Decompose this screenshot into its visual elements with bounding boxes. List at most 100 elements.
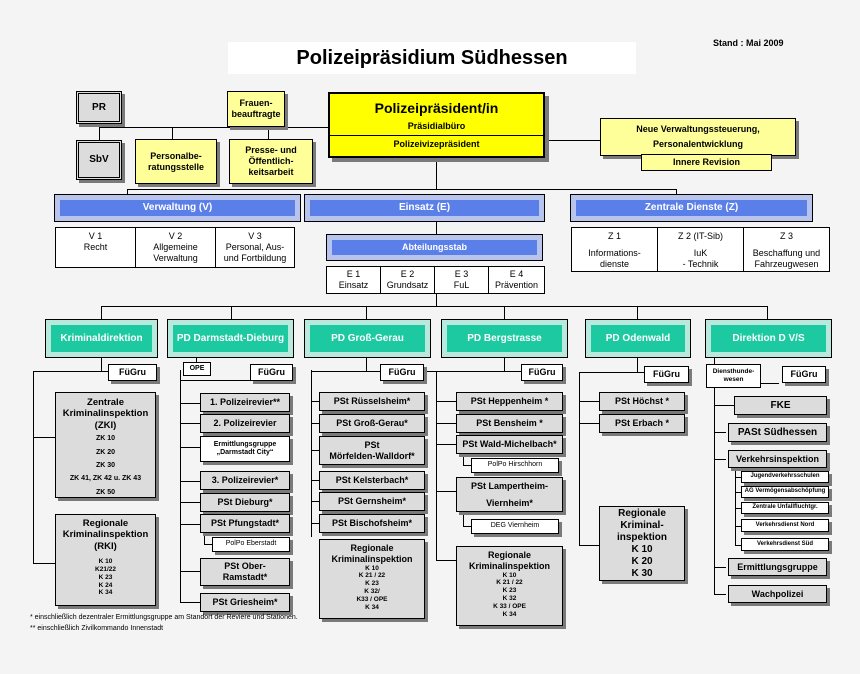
- gg-rki-box: Regionale Kriminalinspektion K 10 K 21 /…: [319, 539, 425, 619]
- innere-revision-label: Innere Revision: [672, 157, 741, 168]
- stand-label: Stand : Mai 2009: [713, 38, 784, 48]
- verkehrsinspektion-label: Verkehrsinspektion: [735, 453, 820, 464]
- direktion-dvs-label: Direktion D V/S: [732, 332, 805, 344]
- zki-title1: Zentrale: [87, 397, 124, 408]
- gg-unit-label: PSt Bischofsheim*: [331, 518, 413, 529]
- ope-label: OPE: [189, 364, 205, 372]
- z2-text2: - Technik: [682, 258, 719, 269]
- bs-unit-label: PSt Bensheim *: [476, 418, 543, 429]
- ermittlung-line2: „Darmstadt City“: [216, 449, 274, 456]
- rki-item: K 10: [98, 558, 113, 566]
- v3-text1: Personal, Aus-: [225, 241, 285, 252]
- dvs-fuegru-box: FüGru: [782, 366, 826, 383]
- zki-item: ZK 41, ZK 42 u. ZK 43: [69, 475, 142, 483]
- neue-vs-line2: Personalentwicklung: [652, 139, 744, 149]
- presse-line1: Presse- und: [245, 145, 297, 156]
- direktion-dvs-header: Direktion D V/S: [705, 319, 832, 358]
- vizepraesident-label: Polizeivizepräsident: [393, 138, 480, 149]
- gg-rki-item: K 34: [365, 603, 379, 611]
- frauen-line1: Frauen-: [239, 98, 273, 109]
- personalberatung-line2: ratungsstelle: [147, 161, 205, 172]
- gg-fuegru-box: FüGru: [380, 364, 424, 381]
- dd-unit-label: 3. Polizeirevier*: [211, 475, 279, 486]
- zki-item: ZK 20: [95, 448, 116, 456]
- abteilungsstab-box: Abteilungsstab: [326, 234, 543, 261]
- deg-viernheim-box: DEG Viernheim: [471, 519, 559, 534]
- kd-fuegru-box: FüGru: [108, 364, 157, 381]
- verkehr-sub-box: Zentrale Unfallfluchtgr.: [741, 502, 829, 514]
- dd-unit-label: 2. Polizeirevier: [213, 418, 277, 429]
- gg-unit-box: PSt Bischofsheim*: [319, 514, 425, 533]
- dd-fuegru-box: FüGru: [250, 364, 293, 381]
- ermittlungsgruppe-dvs-label: Ermittlungsgruppe: [737, 561, 818, 572]
- bs-rki-item: K 34: [502, 610, 517, 618]
- dienst-line1: Diensthunde-: [712, 368, 755, 376]
- z3-code: Z 3: [779, 231, 793, 241]
- frauen-line2: beauftragte: [231, 109, 281, 119]
- v3-cell: V 3 Personal, Aus- und Fortbildung: [216, 228, 294, 267]
- v3-text2: und Fortbildung: [223, 252, 287, 263]
- bs-unit-label: PSt Wald-Michelbach*: [462, 439, 557, 450]
- kd-fuegru-label: FüGru: [119, 367, 146, 378]
- kriminaldirektion-header: Kriminaldirektion: [45, 319, 158, 358]
- e3-cell: E 3 FuL: [435, 267, 489, 293]
- gg-unit-box: PSt Kelsterbach*: [319, 471, 425, 490]
- einsatz-label: Einsatz (E): [398, 202, 451, 213]
- z2-cell: Z 2 (IT-Sib) IuK - Technik: [658, 228, 744, 271]
- verkehr-sub-box: Verkehrsdienst Nord: [741, 519, 829, 532]
- pd-darmstadt-dieburg-header: PD Darmstadt-Dieburg: [167, 319, 294, 358]
- dd-unit-label: PSt Dieburg*: [217, 497, 273, 508]
- ow-unit-box: PSt Erbach *: [599, 414, 685, 433]
- ow-rki-title1: Regionale: [618, 507, 666, 519]
- dd-unit-box: PSt Dieburg*: [200, 493, 290, 512]
- zentrale-dienste-label: Zentrale Dienste (Z): [644, 202, 739, 213]
- fke-box: FKE: [734, 396, 827, 415]
- bs-unit-label: PSt Heppenheim *: [470, 396, 549, 407]
- presse-box: Presse- und Öffentlich- keitsarbeit: [229, 139, 313, 184]
- e3-text: FuL: [453, 279, 470, 290]
- pr-box: PR: [76, 91, 122, 124]
- footnote-1: * einschließlich dezentraler Ermittlungs…: [30, 614, 298, 621]
- rki-title2: Kriminalinspektion: [62, 529, 149, 541]
- verkehr-sub-box: Jugendverkehrsschulen: [741, 471, 829, 483]
- polpo-hirschhorn-label: PolPo Hirschhorn: [487, 461, 543, 469]
- verwaltung-header: Verwaltung (V): [54, 194, 301, 222]
- dd-unit-box: 2. Polizeirevier: [200, 414, 290, 433]
- footnote-2: ** einschließlich Zivilkommando Innensta…: [30, 625, 164, 632]
- sbv-box: SbV: [76, 140, 122, 180]
- polpo-hirschhorn-box: PolPo Hirschhorn: [471, 458, 559, 473]
- kriminaldirektion-label: Kriminaldirektion: [60, 332, 143, 344]
- ermittlungsgruppe-dc-box: Ermittlungsgruppe „Darmstadt City“: [200, 436, 290, 462]
- ow-fuegru-box: FüGru: [644, 366, 689, 383]
- ermittlungsgruppe-dvs-box: Ermittlungsgruppe: [728, 558, 827, 576]
- v2-text1: Allgemeine: [153, 241, 198, 252]
- verkehrsinspektion-box: Verkehrsinspektion: [728, 450, 827, 468]
- v2-cell: V 2 Allgemeine Verwaltung: [136, 228, 216, 267]
- z1-cell: Z 1 Informations- dienste: [572, 228, 658, 271]
- polpo-eberstadt-box: PolPo Eberstadt: [212, 537, 290, 552]
- gg-rki-item: K33 / OPE: [356, 595, 388, 603]
- rki-title1: Regionale: [82, 518, 129, 529]
- ow-rki-title3: inspektion: [616, 531, 667, 543]
- v3-code: V 3: [248, 231, 262, 241]
- verkehr-sub-box: AG Vermögensabschöpfung: [741, 486, 829, 498]
- bs-rki-box: Regionale Kriminalinspektion K 10 K 21 /…: [456, 546, 563, 626]
- e3-code: E 3: [454, 269, 469, 279]
- presse-line2: Öffentlich-: [248, 156, 294, 167]
- rki-item: K 34: [98, 589, 113, 597]
- verkehr-sub-label: Verkehrsdienst Süd: [756, 540, 814, 547]
- bs-rki-item: K 33 / OPE: [493, 602, 526, 610]
- dd-fuegru-label: FüGru: [258, 367, 285, 378]
- z3-text2: Fahrzeugwesen: [754, 258, 819, 269]
- zki-title2: Kriminalinspektion: [62, 408, 149, 420]
- e1-code: E 1: [346, 269, 361, 279]
- bs-unit-box: PSt Heppenheim *: [456, 392, 563, 411]
- bs-rki-item: K 10: [502, 571, 517, 579]
- gg-unit-box: PSt Groß-Gerau*: [319, 414, 425, 433]
- gg-unit-label: PSt Groß-Gerau*: [336, 418, 408, 429]
- bs-rki-title2: Kriminalinspektion: [468, 560, 550, 571]
- frauenbeauftragte-box: Frauen- beauftragte: [227, 91, 285, 127]
- moerfelden-line1: PSt: [364, 439, 380, 450]
- ow-fuegru-label: FüGru: [653, 369, 680, 380]
- z3-text1: Beschaffung und: [752, 247, 821, 258]
